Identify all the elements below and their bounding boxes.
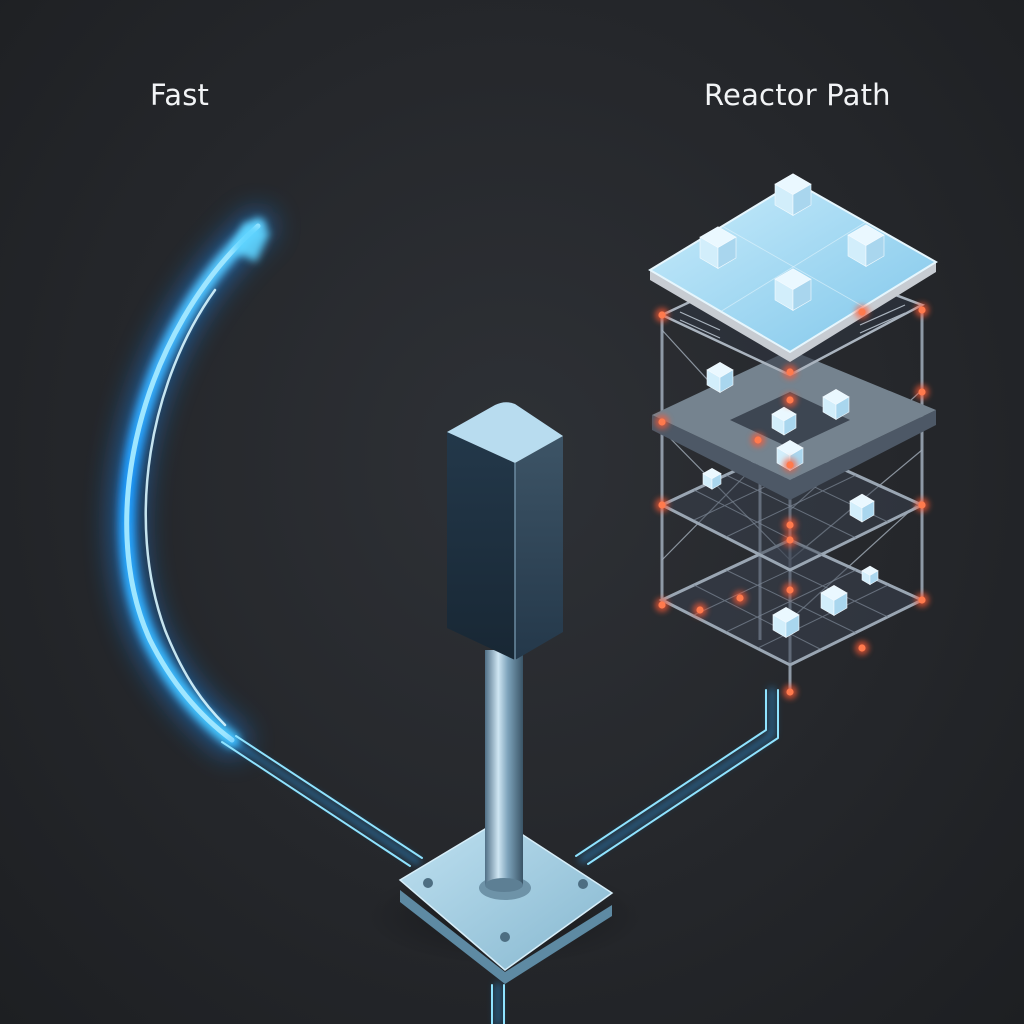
reactor-node xyxy=(915,385,929,399)
pillar-rod xyxy=(485,650,523,885)
reactor-node xyxy=(915,593,929,607)
reactor-node xyxy=(655,598,669,612)
tower-top-panel xyxy=(648,180,938,362)
reactor-node xyxy=(655,308,669,322)
reactor-node xyxy=(855,305,869,319)
reactor-node xyxy=(915,303,929,317)
reactor-cube xyxy=(702,467,722,490)
reactor-node xyxy=(783,458,797,472)
reactor-node xyxy=(655,498,669,512)
label-reactor-path: Reactor Path xyxy=(704,78,891,112)
reactor-cube xyxy=(820,585,848,617)
reactor-tower xyxy=(648,173,938,699)
reactor-cube xyxy=(849,493,875,523)
reactor-node xyxy=(783,583,797,597)
reactor-node xyxy=(783,685,797,699)
reactor-cube xyxy=(861,565,879,586)
reactor-cube xyxy=(774,268,812,311)
reactor-cube xyxy=(772,607,800,639)
label-fast: Fast xyxy=(150,78,210,112)
reactor-node xyxy=(693,603,707,617)
reactor-node xyxy=(783,518,797,532)
reactor-node xyxy=(751,433,765,447)
reactor-node xyxy=(783,393,797,407)
reactor-cube xyxy=(774,173,812,216)
reactor-cube xyxy=(771,406,797,436)
reactor-cube xyxy=(706,362,734,394)
reactor-node xyxy=(655,415,669,429)
reactor-node xyxy=(783,533,797,547)
reactor-cubes xyxy=(699,173,885,639)
center-pillar xyxy=(365,402,645,984)
pillar-prism xyxy=(447,402,563,660)
reactor-nodes xyxy=(655,303,929,699)
trace-lines xyxy=(221,687,779,1024)
reactor-cube xyxy=(822,389,850,421)
reactor-cube xyxy=(847,224,885,267)
fast-path-arc xyxy=(111,211,273,755)
reactor-node xyxy=(855,641,869,655)
reactor-cube xyxy=(699,226,737,269)
reactor-node xyxy=(915,498,929,512)
reactor-node xyxy=(783,365,797,379)
reactor-node xyxy=(733,591,747,605)
